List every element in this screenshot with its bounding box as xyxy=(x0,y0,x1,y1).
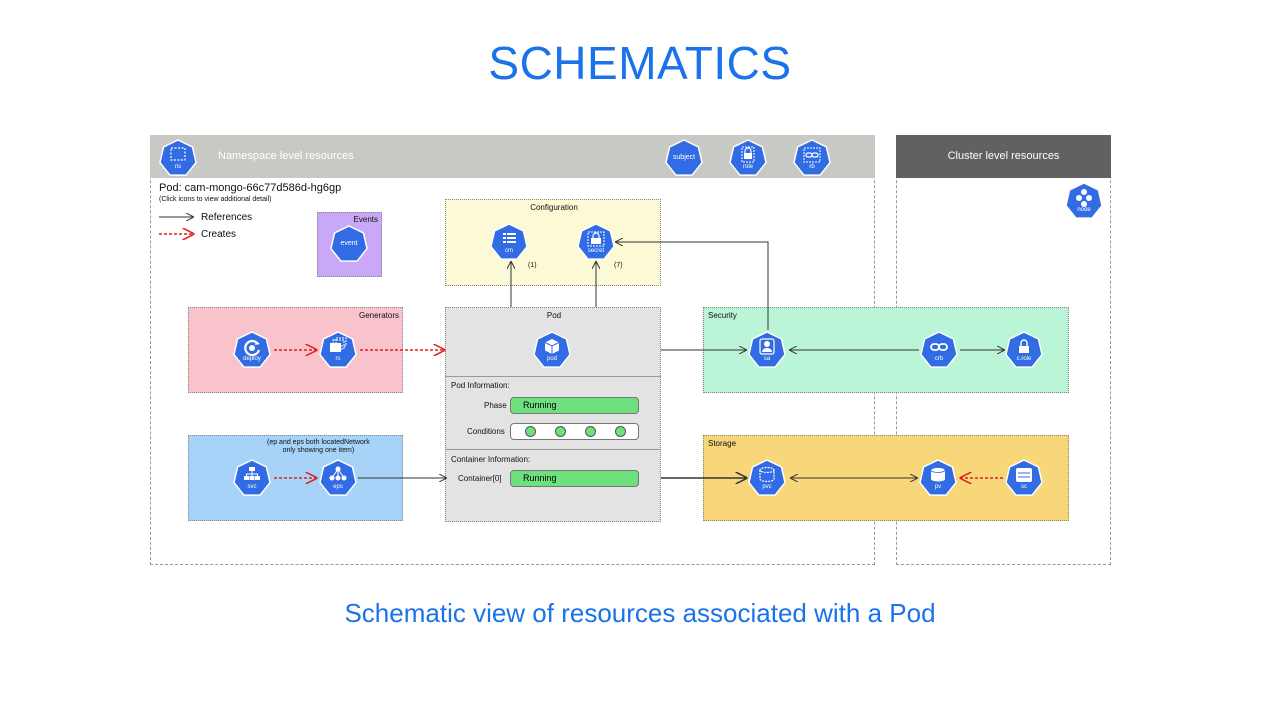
icon-caption: sa xyxy=(763,356,771,362)
storageclass-icon[interactable]: sc xyxy=(1004,458,1044,498)
configmap-icon[interactable]: cm xyxy=(489,222,529,262)
icon-caption: rb xyxy=(809,164,815,170)
generators-label: Generators xyxy=(358,311,399,320)
pod-box-label: Pod xyxy=(546,311,562,320)
events-box: Events xyxy=(317,212,382,277)
svg-text:event: event xyxy=(340,240,357,247)
pod-name: Pod: cam-mongo-66c77d586d-hg6gp xyxy=(159,182,342,194)
cluster-header-label: Cluster level resources xyxy=(947,150,1060,162)
icon-caption: ns xyxy=(174,164,182,170)
cm-count: (1) xyxy=(528,262,537,269)
replicaset-icon[interactable]: rs xyxy=(318,330,358,370)
pod-icon[interactable]: pod xyxy=(532,330,572,370)
network-label-line2: only showing one item) xyxy=(282,447,355,454)
secret-icon[interactable]: secret xyxy=(576,222,616,262)
deployment-icon[interactable]: deploy xyxy=(232,330,272,370)
pod-info-title: Pod Information: xyxy=(451,381,510,390)
pvc-icon[interactable]: pvc xyxy=(747,458,787,498)
icon-caption: cm xyxy=(505,248,513,254)
icon-caption: rs xyxy=(335,356,341,362)
conditions-label: Conditions xyxy=(467,427,505,436)
condition-dot[interactable] xyxy=(615,426,626,437)
icon-caption: c.role xyxy=(1016,356,1032,362)
rolebinding-icon[interactable]: rb xyxy=(792,138,832,178)
hint-text: (Click icons to view additional detail) xyxy=(159,196,272,203)
serviceaccount-icon[interactable]: sa xyxy=(747,330,787,370)
service-icon[interactable]: svc xyxy=(232,458,272,498)
container-status: Running xyxy=(510,470,639,487)
icon-caption: secret xyxy=(587,248,605,254)
configuration-box: Configuration xyxy=(445,199,661,286)
namespace-header-label: Namespace level resources xyxy=(218,150,354,162)
pv-icon[interactable]: pv xyxy=(918,458,958,498)
endpointslice-icon[interactable]: eps xyxy=(318,458,358,498)
icon-caption: sc xyxy=(1021,484,1027,490)
network-label-line1: (ep and eps both locatedNetwork xyxy=(267,439,370,446)
pod-divider-2 xyxy=(445,449,661,450)
namespace-icon[interactable]: ns xyxy=(158,138,198,178)
phase-status: Running xyxy=(510,397,639,414)
clusterrole-icon[interactable]: c.role xyxy=(1004,330,1044,370)
icon-caption: pvc xyxy=(762,484,772,490)
icon-caption: eps xyxy=(333,484,343,490)
caption: Schematic view of resources associated w… xyxy=(344,598,936,628)
condition-dot[interactable] xyxy=(555,426,566,437)
pod-divider-1 xyxy=(445,376,661,377)
node-icon[interactable]: node xyxy=(1064,181,1104,221)
event-icon[interactable]: event xyxy=(329,224,369,264)
condition-dot[interactable] xyxy=(525,426,536,437)
legend-lines xyxy=(159,210,197,240)
legend-creates-label: Creates xyxy=(201,229,237,240)
svg-text:subject: subject xyxy=(673,154,695,161)
security-label: Security xyxy=(708,311,737,320)
clusterrolebinding-icon[interactable]: crb xyxy=(919,330,959,370)
configuration-label: Configuration xyxy=(530,203,578,212)
container-label: Container[0] xyxy=(458,474,502,483)
phase-label: Phase xyxy=(484,401,507,410)
icon-caption: pv xyxy=(934,484,942,490)
icon-caption: svc xyxy=(247,484,257,490)
container-info-title: Container Information: xyxy=(451,455,531,464)
storage-label: Storage xyxy=(708,439,737,448)
slide-title: SCHEMATICS xyxy=(488,37,792,89)
conditions-bar xyxy=(510,423,639,440)
subject-icon[interactable]: subject xyxy=(664,138,704,178)
icon-caption: pod xyxy=(546,356,557,362)
events-label: Events xyxy=(353,215,378,224)
network-label: (ep and eps both locatedNetwork only sho… xyxy=(267,439,370,455)
generators-box: Generators xyxy=(188,307,403,393)
legend-references-label: References xyxy=(201,212,253,223)
secret-count: (7) xyxy=(614,262,623,269)
network-box: (ep and eps both locatedNetwork only sho… xyxy=(188,435,403,521)
icon-caption: deploy xyxy=(243,356,261,362)
icon-caption: role xyxy=(742,164,753,170)
cluster-header: Cluster level resources xyxy=(896,135,1111,178)
role-icon[interactable]: role xyxy=(728,138,768,178)
condition-dot[interactable] xyxy=(585,426,596,437)
icon-caption: crb xyxy=(934,356,944,362)
icon-caption: node xyxy=(1077,207,1091,213)
